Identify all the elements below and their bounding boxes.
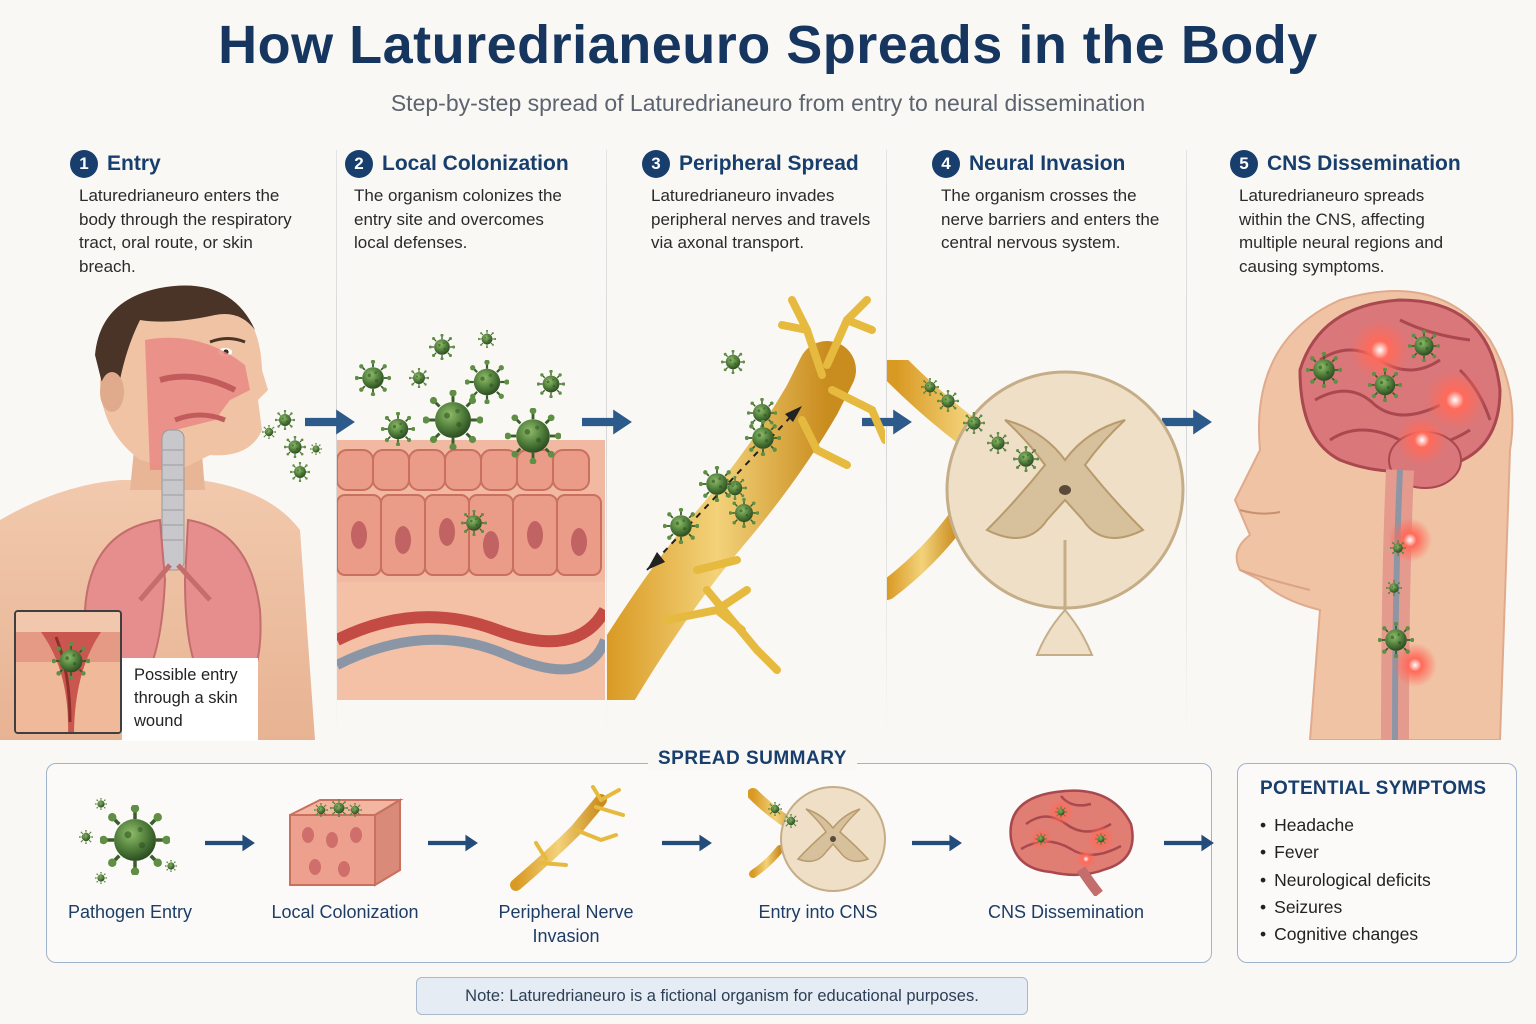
summary-item-peripheral-nerve-invasion: Peripheral Nerve Invasion [476,780,656,948]
page-title: How Laturedrianeuro Spreads in the Body [218,15,1318,75]
step-description: Laturedrianeuro invades peripheral nerve… [651,186,871,252]
symptom-item: Headache [1260,812,1516,839]
pathogen-icon [79,798,177,884]
page-subtitle: Step-by-step spread of Laturedrianeuro f… [390,90,1146,116]
potential-symptoms-panel: POTENTIAL SYMPTOMS Headache Fever Neurol… [1237,763,1517,963]
skin-wound-inset [14,610,122,734]
step-entry: 1 Entry Laturedrianeuro enters the body … [70,150,360,278]
nerve-icon [510,785,625,891]
step-number-badge: 2 [345,150,373,178]
spinal-cord-illustration [887,360,1185,656]
symptom-item: Neurological deficits [1260,867,1516,894]
column-divider [336,150,337,740]
step-local-colonization: 2 Local Colonization The organism coloni… [345,150,635,255]
spread-summary-panel [46,763,1212,963]
summary-item-label: CNS Dissemination [987,902,1145,922]
step-title: Neural Invasion [969,152,1126,175]
summary-item-label: Entry into CNS [758,902,878,922]
arrow-right-icon [428,834,478,852]
step-title: Local Colonization [382,152,569,175]
tissue-illustration [337,330,605,700]
symptom-item: Fever [1260,839,1516,866]
step-description: Laturedrianeuro enters the body through … [79,186,292,276]
summary-item-cns-dissemination: CNS Dissemination [976,780,1156,924]
step-number-badge: 5 [1230,150,1258,178]
symptom-item: Seizures [1260,894,1516,921]
summary-item-entry-into-cns: Entry into CNS [728,780,908,924]
summary-item-label: Peripheral Nerve Invasion [498,902,634,946]
arrow-right-icon [1164,834,1214,852]
step-description: Laturedrianeuro spreads within the CNS, … [1239,186,1444,276]
nerve-illustration [607,296,885,700]
summary-item-pathogen-entry: Pathogen Entry [40,780,220,924]
disclaimer-note: Note: Laturedrianeuro is a fictional org… [416,977,1028,1015]
brain-illustration [1233,290,1514,740]
column-divider [1186,150,1187,740]
column-divider [886,150,887,740]
spinal-cord-icon [748,786,886,892]
arrow-right-icon [662,834,712,852]
step-number-badge: 4 [932,150,960,178]
step-title: Peripheral Spread [679,152,859,175]
step-cns-dissemination: 5 CNS Dissemination Laturedrianeuro spre… [1230,150,1520,278]
symptoms-list: Headache Fever Neurological deficits Sei… [1260,812,1516,948]
spread-summary-title: SPREAD SUMMARY [648,748,857,770]
step-peripheral-spread: 3 Peripheral Spread Laturedrianeuro inva… [642,150,932,255]
step-title: Entry [107,152,161,175]
summary-item-local-colonization: Local Colonization [255,780,435,924]
step-title: CNS Dissemination [1267,152,1461,175]
symptom-item: Cognitive changes [1260,921,1516,948]
column-divider [606,150,607,740]
skin-wound-icon [16,612,120,732]
step-number-badge: 3 [642,150,670,178]
symptoms-title: POTENTIAL SYMPTOMS [1260,778,1487,799]
inset-label: Possible entry through a skin wound [122,658,258,741]
summary-item-label: Pathogen Entry [67,902,193,922]
step-description: The organism colonizes the entry site an… [354,186,562,252]
arrow-right-icon [912,834,962,852]
step-description: The organism crosses the nerve barriers … [941,186,1160,252]
summary-item-label: Local Colonization [271,902,419,922]
arrow-right-icon [205,834,255,852]
brain-icon [1009,789,1134,896]
step-neural-invasion: 4 Neural Invasion The organism crosses t… [932,150,1222,255]
step-number-badge: 1 [70,150,98,178]
tissue-block-icon [289,798,404,887]
